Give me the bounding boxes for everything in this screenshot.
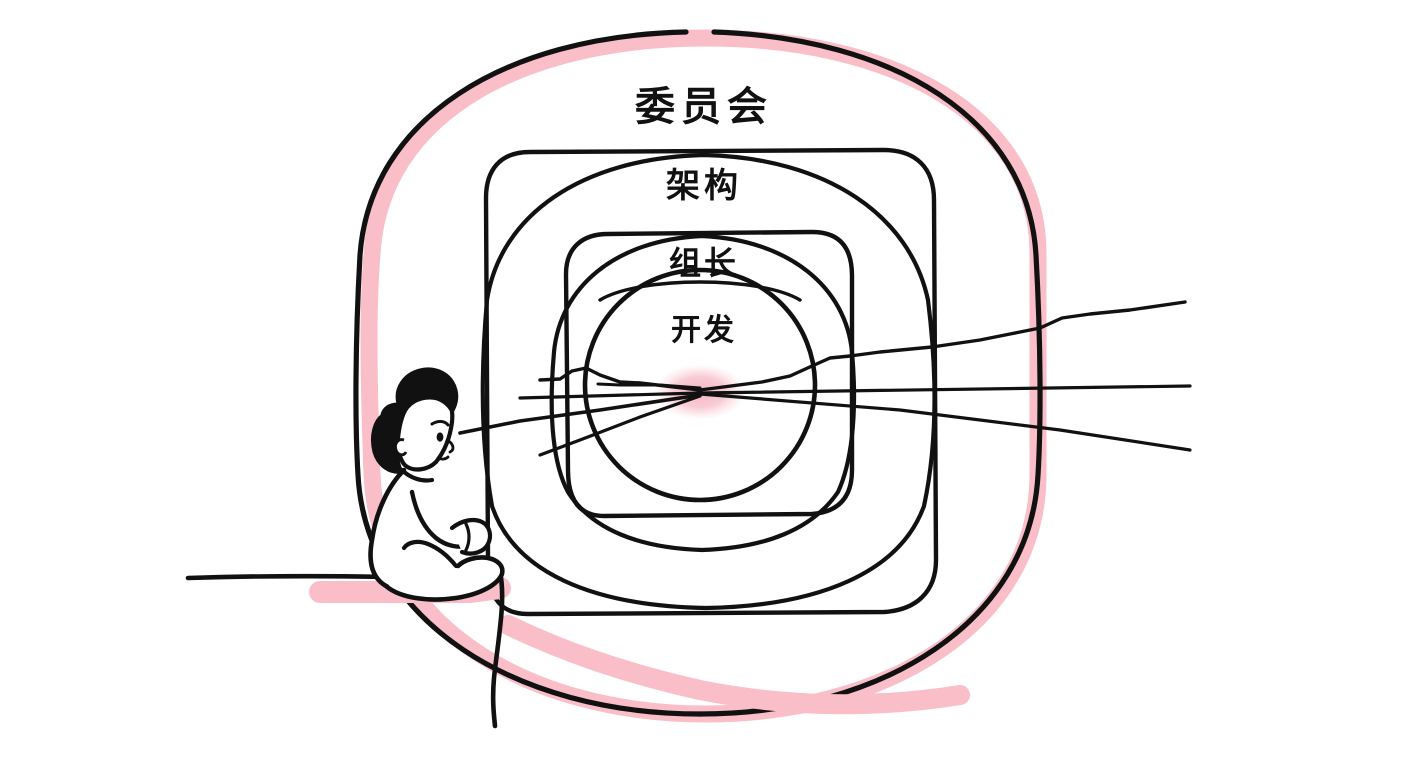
vanishing-point-lines <box>458 300 1192 457</box>
ring-label-teamlead: 组长 <box>668 244 739 282</box>
ring-development <box>582 267 818 503</box>
cliff-edge-drop <box>490 569 505 729</box>
development-circle <box>582 267 818 503</box>
ring-label-committee: 委员会 <box>635 84 773 130</box>
ring-label-architecture: 架构 <box>666 166 742 206</box>
seated-person <box>368 367 505 602</box>
figure-ear <box>394 438 408 457</box>
figure-legs <box>383 555 505 602</box>
architecture-inner-arc <box>480 152 937 611</box>
architecture-rounded-square <box>483 147 939 617</box>
figure-eyebrow <box>430 420 450 427</box>
sight-line-lower-left <box>538 394 702 457</box>
figure-eye <box>436 432 444 442</box>
figure-mouth <box>436 455 450 461</box>
teamlead-rounded-square <box>563 229 855 519</box>
sight-line-lower-right <box>698 392 1192 452</box>
figure-foot <box>401 539 459 569</box>
ring-teamlead <box>549 229 857 553</box>
sight-line-upper-left <box>596 382 702 390</box>
figure-hand-crease <box>464 522 471 552</box>
figure-collar <box>399 467 435 483</box>
figure-nose <box>448 440 455 454</box>
sight-line-wavy-right <box>698 300 1187 392</box>
sight-line-wavy-left <box>538 366 702 392</box>
committee-outline-left <box>353 29 703 717</box>
figure-hand <box>449 517 493 556</box>
development-top-arc <box>598 280 802 302</box>
cliff-pink-highlight-lower <box>498 615 970 715</box>
ring-label-development: 开发 <box>671 313 737 348</box>
teamlead-inner-arc <box>549 233 857 553</box>
sight-line-to-eye <box>458 393 702 435</box>
figure-arm <box>409 489 471 549</box>
ring-architecture <box>480 147 939 617</box>
figure-hair-back <box>370 412 404 474</box>
